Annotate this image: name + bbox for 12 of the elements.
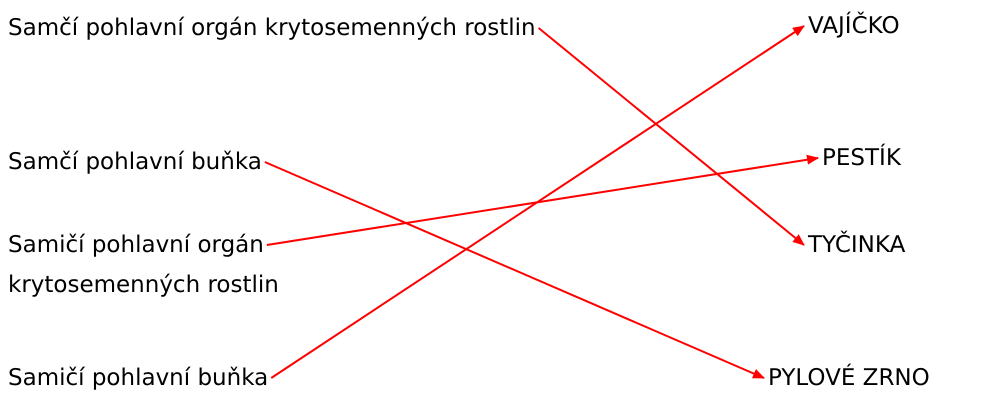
answer-label: PESTÍK xyxy=(822,138,901,178)
arrow xyxy=(270,25,805,379)
answer-label: VAJÍČKO xyxy=(808,6,900,46)
answer-label: PYLOVÉ ZRNO xyxy=(768,358,930,398)
description-text: Samičí pohlavní buňka xyxy=(8,358,268,398)
arrow xyxy=(264,161,765,379)
description-text: Samčí pohlavní buňka xyxy=(8,142,262,182)
arrow xyxy=(538,27,805,246)
description-text: Samičí pohlavní orgán krytosemenných rostlin xyxy=(8,225,338,305)
description-text: Samčí pohlavní orgán krytosemenných rostlin xyxy=(8,8,536,48)
arrow xyxy=(266,154,819,246)
answer-label: TYČINKA xyxy=(808,225,906,265)
